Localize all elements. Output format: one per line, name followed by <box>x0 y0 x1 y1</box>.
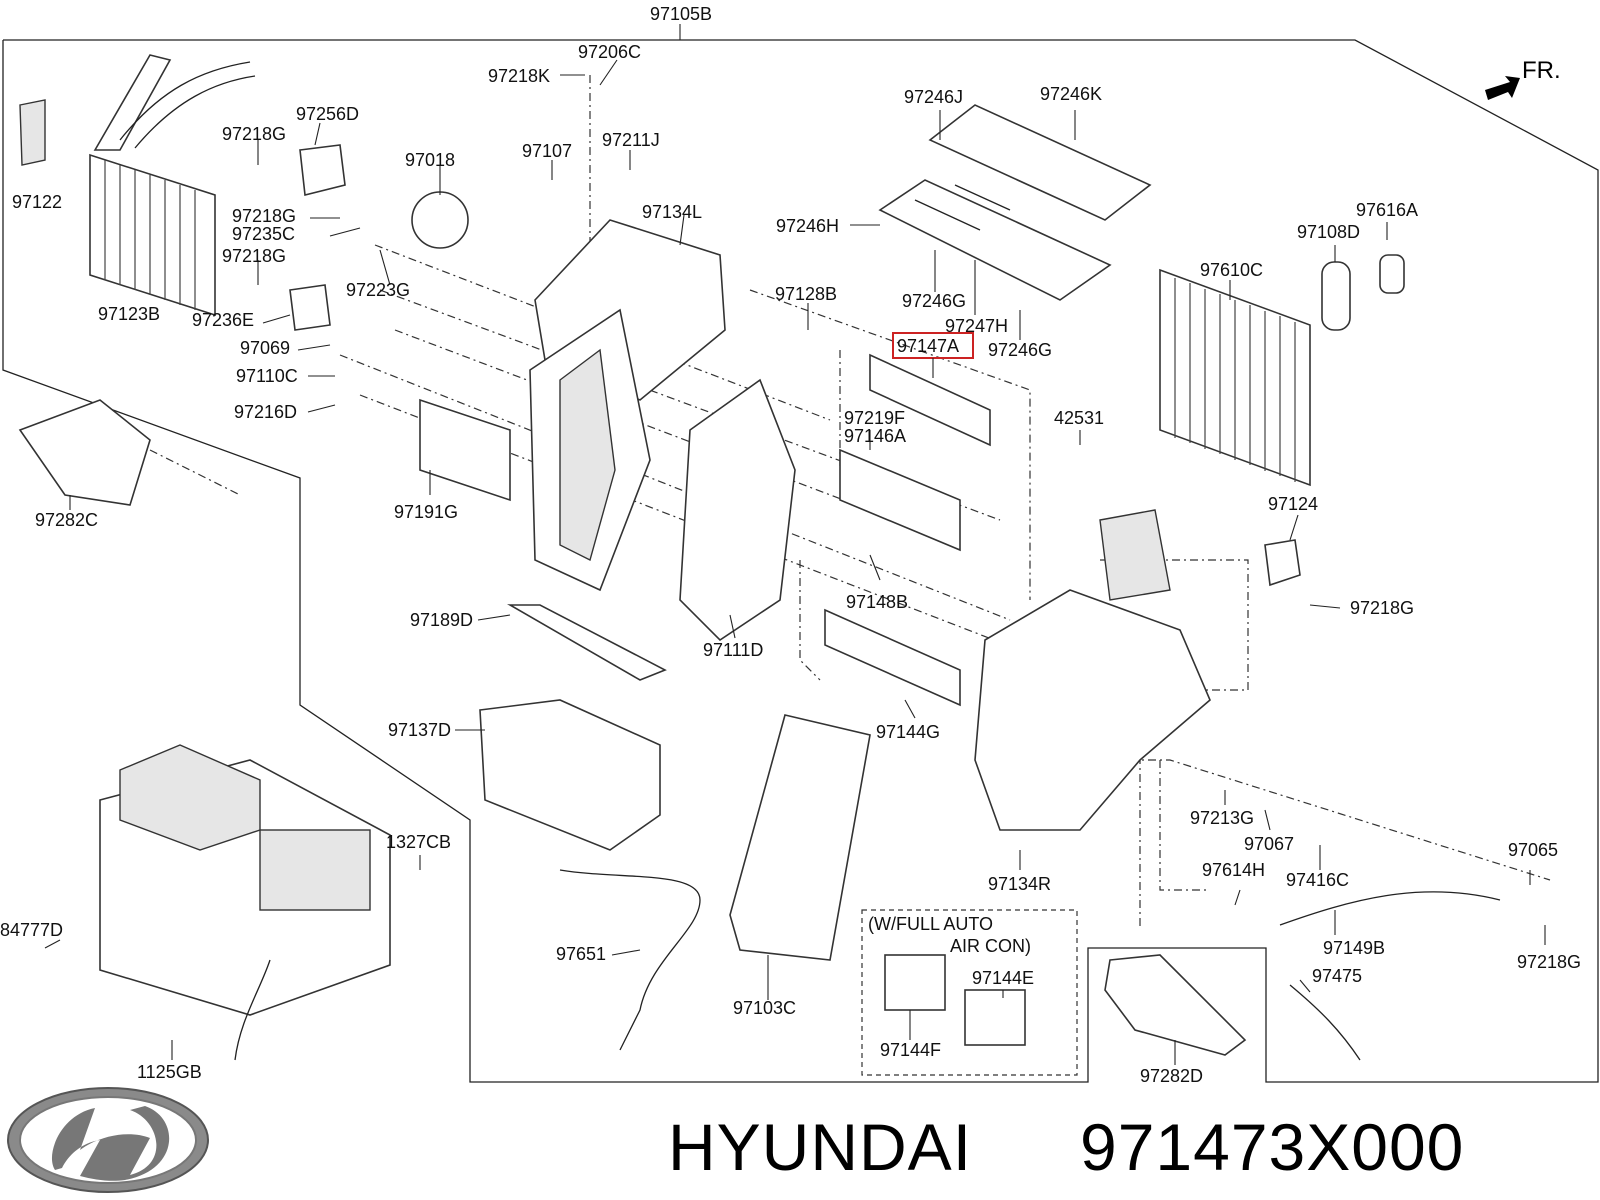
label-97614H: 97614H <box>1202 860 1265 880</box>
label-97191G: 97191G <box>394 502 458 522</box>
label-97124: 97124 <box>1268 494 1318 514</box>
label-97149B: 97149B <box>1323 938 1385 958</box>
label-97065: 97065 <box>1508 840 1558 860</box>
duct-97282D <box>1104 954 1247 1056</box>
label-1327CB: 1327CB <box>386 832 451 852</box>
hose-97475 <box>1289 984 1361 1061</box>
label-97206C: 97206C <box>578 42 641 62</box>
label-97246K: 97246K <box>1040 84 1102 104</box>
note-line-1: (W/FULL AUTO <box>868 914 993 934</box>
label-97067: 97067 <box>1244 834 1294 854</box>
label-97246J: 97246J <box>904 87 963 107</box>
seal-97108D <box>1321 261 1351 331</box>
label-84777D: 84777D <box>0 920 63 940</box>
label-97147A: 97147A <box>897 336 959 356</box>
hvac-assembly-view <box>99 744 391 1061</box>
label-97282D: 97282D <box>1140 1066 1203 1086</box>
door-97191G <box>419 398 511 502</box>
label-97144G: 97144G <box>876 722 940 742</box>
case-97134L <box>529 219 726 592</box>
note-box <box>861 909 1078 1076</box>
label-97247H: 97247H <box>945 316 1008 336</box>
label-97148B: 97148B <box>846 592 908 612</box>
front-arrow-icon <box>1485 76 1520 100</box>
motor-97018 <box>411 191 469 249</box>
label-97108D: 97108D <box>1297 222 1360 242</box>
label-97282C-a: 97282C <box>35 510 98 530</box>
label-97069: 97069 <box>240 338 290 358</box>
label-97218G-b: 97218G <box>232 206 296 226</box>
label-97218G-e: 97218G <box>1517 952 1581 972</box>
label-97211J: 97211J <box>602 130 660 150</box>
evaporator-97610C <box>1159 268 1311 487</box>
label-97218G-d: 97218G <box>1350 598 1414 618</box>
label-97134R: 97134R <box>988 874 1051 894</box>
label-97137D: 97137D <box>388 720 451 740</box>
brand-name: HYUNDAI <box>668 1110 972 1184</box>
front-label: FR. <box>1522 57 1561 84</box>
label-97107: 97107 <box>522 141 572 161</box>
actuator-97124 <box>1264 539 1301 587</box>
label-97236E: 97236E <box>192 310 254 330</box>
label-42531: 42531 <box>1054 408 1104 428</box>
pipe-97122 <box>19 99 46 166</box>
label-97110C: 97110C <box>236 366 298 386</box>
label-97475: 97475 <box>1312 966 1362 986</box>
label-97122: 97122 <box>12 192 62 212</box>
seal-97616A <box>1379 254 1405 294</box>
label-97216D: 97216D <box>234 402 297 422</box>
label-97218G-a: 97218G <box>222 124 286 144</box>
part-labels: 97105B 97206C 97218K 97256D 97218G 97018… <box>0 4 1581 1086</box>
label-97103C: 97103C <box>733 998 796 1018</box>
label-97235C: 97235C <box>232 224 295 244</box>
label-97146A: 97146A <box>844 426 906 446</box>
label-97144F: 97144F <box>880 1040 941 1060</box>
label-97651: 97651 <box>556 944 606 964</box>
label-97105B: 97105B <box>650 4 712 24</box>
hose-97651 <box>559 869 701 1051</box>
door-97146A <box>839 448 961 552</box>
label-97128B: 97128B <box>775 284 837 304</box>
heater-core-97123B <box>89 54 256 317</box>
label-97246G-a: 97246G <box>902 291 966 311</box>
leader-lines <box>44 24 1546 1065</box>
part-number: 971473X000 <box>1080 1110 1464 1184</box>
label-1125GB: 1125GB <box>137 1062 202 1082</box>
door-97144G <box>824 608 961 707</box>
label-97219F: 97219F <box>844 408 905 428</box>
label-97218K: 97218K <box>488 66 550 86</box>
label-97218G-c: 97218G <box>222 246 286 266</box>
label-97111D: 97111D <box>703 640 763 660</box>
label-97213G: 97213G <box>1190 808 1254 828</box>
door-97147A <box>869 353 991 447</box>
label-97416C: 97416C <box>1286 870 1349 890</box>
label-97189D: 97189D <box>410 610 473 630</box>
door-97144F <box>884 954 946 1011</box>
label-97018: 97018 <box>405 150 455 170</box>
main-frame <box>2 39 1599 1083</box>
case-97134R <box>974 509 1211 831</box>
label-97123B: 97123B <box>98 304 160 324</box>
hyundai-logo-icon <box>7 1087 209 1193</box>
label-97610C: 97610C <box>1200 260 1263 280</box>
label-97246G-b: 97246G <box>988 340 1052 360</box>
tray-97189D <box>507 604 667 681</box>
label-97144E: 97144E <box>972 968 1034 988</box>
hose-97149B <box>1279 891 1501 926</box>
case-97111D <box>679 378 796 642</box>
label-97256D: 97256D <box>296 104 359 124</box>
filter-97246 <box>878 104 1152 301</box>
label-97223G: 97223G <box>346 280 410 300</box>
duct-97103C <box>729 714 871 961</box>
door-97144E <box>964 989 1026 1046</box>
actuator-97256D <box>299 144 346 196</box>
label-97134L: 97134L <box>642 202 702 222</box>
label-97246H: 97246H <box>776 216 839 236</box>
duct-97282C <box>18 399 151 506</box>
case-97137D <box>479 699 661 851</box>
label-97616A: 97616A <box>1356 200 1418 220</box>
actuator-97236E <box>289 284 331 331</box>
note-line-2: AIR CON) <box>950 936 1031 956</box>
